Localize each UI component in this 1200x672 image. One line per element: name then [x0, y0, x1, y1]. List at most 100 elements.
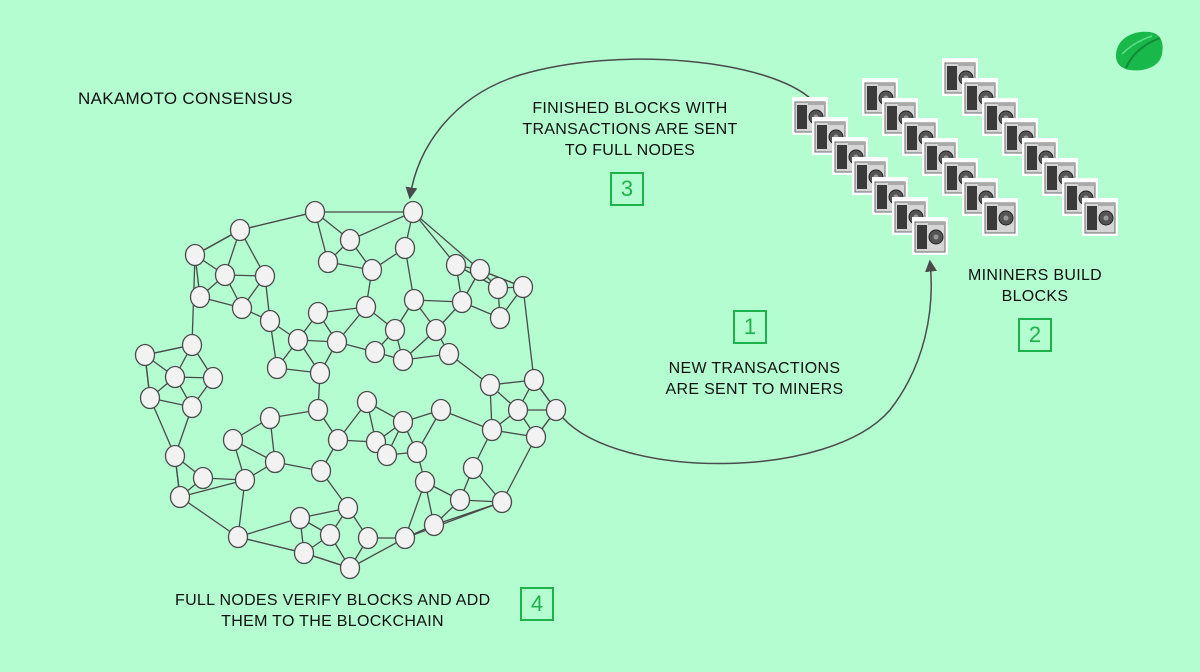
network-node-icon [309, 361, 331, 385]
network-node-icon [339, 556, 361, 580]
network-node-icon [507, 398, 529, 422]
arrow-miners-to-nodes [405, 58, 813, 200]
network-edge [237, 517, 301, 538]
step-4-badge: 4 [520, 587, 554, 621]
network-node-icon [392, 410, 414, 434]
network-node-icon [266, 356, 288, 380]
step-3-caption-line: TO FULL NODES [564, 142, 696, 159]
network-node-icon [181, 333, 203, 357]
network-node-icon [402, 200, 424, 224]
network-node-icon [425, 318, 447, 342]
network-edge [404, 501, 503, 539]
network-node-icon [357, 526, 379, 550]
step-3-caption: FINISHED BLOCKS WITH TRANSACTIONS ARE SE… [515, 98, 745, 161]
network-node-icon [326, 330, 348, 354]
network-edge [501, 436, 537, 503]
step-3-caption-line: FINISHED BLOCKS WITH [532, 100, 728, 117]
network-node-icon [364, 340, 386, 364]
network-node-icon [376, 443, 398, 467]
network-node-icon [438, 342, 460, 366]
network-node-icon [304, 200, 326, 224]
step-2-caption: MININERS BUILD BLOCKS [950, 265, 1120, 307]
step-1-caption: NEW TRANSACTIONS ARE SENT TO MINERS [652, 358, 857, 400]
network-node-icon [327, 428, 349, 452]
network-node-icon [214, 263, 236, 287]
network-node-icon [445, 253, 467, 277]
network-node-icon [487, 276, 509, 300]
network-node-icon [169, 485, 191, 509]
step-3-caption-line: TRANSACTIONS ARE SENT [522, 121, 738, 138]
network-node-icon [222, 428, 244, 452]
network-node-icon [481, 418, 503, 442]
network-node-icon [307, 398, 329, 422]
network-node-icon [355, 295, 377, 319]
network-node-icon [289, 506, 311, 530]
network-edge [349, 537, 406, 569]
network-node-icon [164, 365, 186, 389]
green-leaf-logo-icon [1116, 31, 1163, 71]
network-edge [237, 536, 305, 554]
network-node-icon [319, 523, 341, 547]
page-title: NAKAMOTO CONSENSUS [78, 89, 293, 108]
arrow-nodes-to-miners [562, 259, 937, 465]
network-node-icon [356, 390, 378, 414]
asic-miner-icon [1081, 197, 1119, 237]
network-node-icon [491, 490, 513, 514]
step-1-badge: 1 [733, 310, 767, 344]
network-node-icon [525, 425, 547, 449]
network-node-icon [231, 296, 253, 320]
network-node-icon [462, 456, 484, 480]
step-4-caption-line: FULL NODES VERIFY BLOCKS AND ADD [175, 592, 491, 609]
network-node-icon [361, 258, 383, 282]
network-node-icon [489, 306, 511, 330]
step-1-caption-line: ARE SENT TO MINERS [665, 381, 844, 398]
network-node-icon [234, 468, 256, 492]
network-node-icon [451, 290, 473, 314]
miner-farm [791, 57, 1119, 256]
step-2-caption-line: MININERS BUILD [968, 267, 1102, 284]
network-node-icon [307, 301, 329, 325]
network-node-icon [189, 285, 211, 309]
step-4-caption: FULL NODES VERIFY BLOCKS AND ADD THEM TO… [175, 590, 490, 632]
step-4-caption-line: THEM TO THE BLOCKCHAIN [221, 613, 444, 630]
network-node-icon [259, 309, 281, 333]
network-node-icon [310, 459, 332, 483]
network-node-icon [430, 398, 452, 422]
network-node-icon [449, 488, 471, 512]
network-edge [239, 211, 316, 231]
network-node-icon [479, 373, 501, 397]
network-edge [522, 286, 535, 381]
step-3-badge: 3 [610, 172, 644, 206]
network-node-icon [512, 275, 534, 299]
network-edge [349, 211, 414, 241]
asic-miner-icon [981, 197, 1019, 237]
network-node-icon [254, 264, 276, 288]
network-node-icon [317, 250, 339, 274]
network-node-icon [337, 496, 359, 520]
network-node-icon [545, 398, 567, 422]
network-node-icon [293, 541, 315, 565]
network-node-icon [423, 513, 445, 537]
network-node-icon [134, 343, 156, 367]
network-node-icon [192, 466, 214, 490]
network-node-icon [202, 366, 224, 390]
full-node-network [134, 200, 567, 580]
network-node-icon [259, 406, 281, 430]
network-node-icon [523, 368, 545, 392]
network-node-icon [392, 348, 414, 372]
asic-miner-icon [911, 216, 949, 256]
network-node-icon [394, 526, 416, 550]
step-2-caption-line: BLOCKS [1001, 288, 1069, 305]
network-node-icon [287, 328, 309, 352]
network-node-icon [264, 450, 286, 474]
network-node-icon [139, 386, 161, 410]
network-edge [412, 211, 457, 266]
network-node-icon [406, 440, 428, 464]
network-node-icon [403, 288, 425, 312]
network-node-icon [184, 243, 206, 267]
network-node-icon [181, 395, 203, 419]
network-node-icon [469, 258, 491, 282]
step-1-caption-line: NEW TRANSACTIONS [668, 360, 841, 377]
network-node-icon [414, 470, 436, 494]
